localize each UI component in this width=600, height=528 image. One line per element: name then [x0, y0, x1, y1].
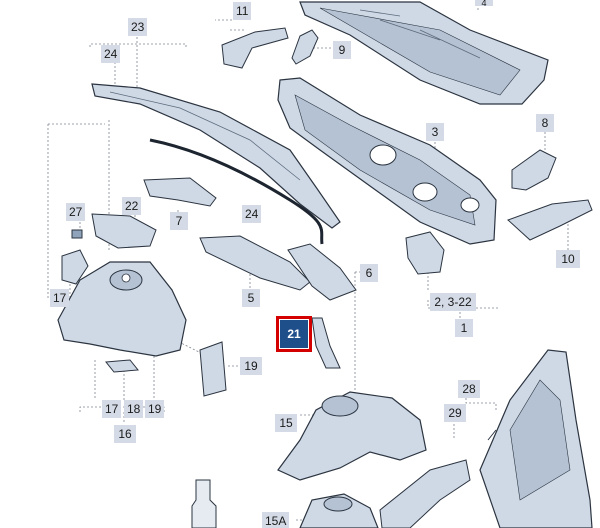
strut-housing-15a-part	[299, 493, 379, 528]
callout-19-bottom[interactable]: 19	[145, 400, 165, 418]
callout-3[interactable]: 3	[426, 123, 444, 141]
bracket-8-part	[511, 149, 557, 191]
plate-19-part	[199, 341, 227, 397]
callout-19-right[interactable]: 19	[240, 357, 262, 375]
callout-23[interactable]: 23	[128, 18, 148, 36]
bracket-22-part	[91, 213, 157, 249]
bracket-17-part	[61, 249, 89, 285]
side-panel-28-part	[479, 349, 593, 528]
callout-18[interactable]: 18	[124, 400, 144, 418]
callout-5[interactable]: 5	[242, 289, 260, 307]
bolt-27-part	[71, 229, 83, 239]
callout-24-mid[interactable]: 24	[242, 205, 262, 223]
bracket-9-part	[291, 29, 319, 65]
bracket-11-part	[221, 27, 289, 69]
callout-7[interactable]: 7	[170, 212, 188, 230]
callout-4[interactable]: 4	[475, 0, 493, 6]
callout-9[interactable]: 9	[333, 41, 351, 59]
panel-29-part	[379, 459, 471, 528]
strut-housing-left-part	[57, 261, 187, 357]
callout-22[interactable]: 22	[122, 197, 142, 215]
cowl-panel-part	[299, 1, 549, 105]
callout-15a[interactable]: 15A	[262, 512, 290, 528]
callout-8[interactable]: 8	[536, 114, 554, 132]
callout-6[interactable]: 6	[360, 264, 378, 282]
callout-15[interactable]: 15	[275, 414, 297, 432]
callout-11[interactable]: 11	[233, 2, 252, 20]
cross-member-part	[91, 83, 341, 229]
bracket-21-part	[311, 317, 341, 369]
callout-21-selected[interactable]: 21	[276, 316, 312, 352]
callout-16[interactable]: 16	[114, 425, 136, 443]
bracket-7-part	[143, 177, 217, 207]
strut-housing-right-part	[277, 391, 427, 481]
callout-17-bottom[interactable]: 17	[102, 400, 122, 418]
callout-24-top[interactable]: 24	[101, 45, 121, 63]
callout-2-3-22[interactable]: 2, 3-22	[430, 293, 476, 311]
callout-28[interactable]: 28	[458, 380, 480, 398]
seal-strip-part	[149, 138, 324, 245]
bracket-10-part	[507, 199, 593, 241]
callout-17-left[interactable]: 17	[50, 289, 70, 307]
bulkhead-part	[277, 77, 497, 245]
callout-29[interactable]: 29	[444, 404, 466, 422]
bracket-2-part	[405, 231, 445, 275]
callout-1[interactable]: 1	[455, 319, 473, 337]
rail-5-part	[199, 235, 311, 291]
callout-27[interactable]: 27	[66, 203, 86, 221]
stud-part	[191, 479, 217, 528]
clip-18-part	[105, 359, 139, 373]
callout-10[interactable]: 10	[556, 250, 580, 268]
bracket-6-part	[287, 243, 357, 301]
